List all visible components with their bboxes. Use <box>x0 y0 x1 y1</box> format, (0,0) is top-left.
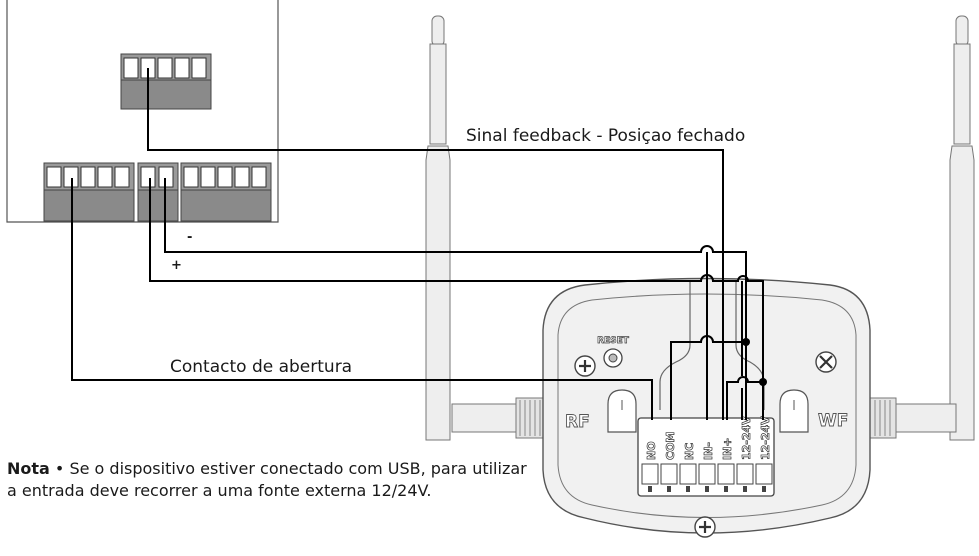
screw-icon <box>815 351 837 373</box>
minus-wire <box>164 178 747 420</box>
screw-icon <box>574 355 596 377</box>
power-bridge-wire <box>726 376 763 420</box>
device-terminal-block: NO COM NC IN- IN+ 12-24V 12-24V <box>637 415 775 497</box>
wire-junctions <box>742 338 767 386</box>
note-body: Se o dispositivo estiver conectado com U… <box>7 459 527 500</box>
terminal-label-in-minus: IN- <box>702 442 715 460</box>
terminal-label-power-2: 12-24V <box>759 416 772 460</box>
screw-icon <box>694 516 716 538</box>
left-mounting-slot <box>607 389 637 433</box>
bottom-middle-terminal-block <box>137 162 179 222</box>
top-terminal-block <box>120 53 212 110</box>
plus-sign-label: + <box>171 258 182 273</box>
bottom-left-terminal-block <box>43 162 135 222</box>
minus-sign-label: - <box>187 230 193 245</box>
terminal-label-com: COM <box>664 432 677 460</box>
left-antenna <box>425 15 547 441</box>
right-antenna <box>865 15 975 441</box>
bottom-right-terminal-block <box>180 162 272 222</box>
rf-label: RF <box>565 412 590 432</box>
wires <box>71 68 764 420</box>
reset-button: RESET <box>597 336 630 368</box>
opening-contact-wire <box>71 178 653 420</box>
reset-label: RESET <box>597 336 630 346</box>
opening-contact-label: Contacto de abertura <box>170 357 353 377</box>
terminal-label-in-plus: IN+ <box>721 437 734 460</box>
terminal-label-no: NO <box>645 441 658 460</box>
controller-panel <box>6 0 279 223</box>
terminal-label-power-1: 12-24V <box>740 416 753 460</box>
feedback-signal-label: Sinal feedback - Posiçao fechado <box>466 126 746 146</box>
note-text: Nota • Se o dispositivo estiver conectad… <box>7 458 527 502</box>
plus-wire <box>149 178 764 420</box>
note-bullet: • <box>54 459 65 478</box>
terminal-label-nc: NC <box>683 443 696 460</box>
note-title: Nota <box>7 459 50 478</box>
feedback-wire <box>147 68 724 420</box>
wf-label: WF <box>818 411 848 431</box>
right-mounting-slot <box>779 389 809 433</box>
